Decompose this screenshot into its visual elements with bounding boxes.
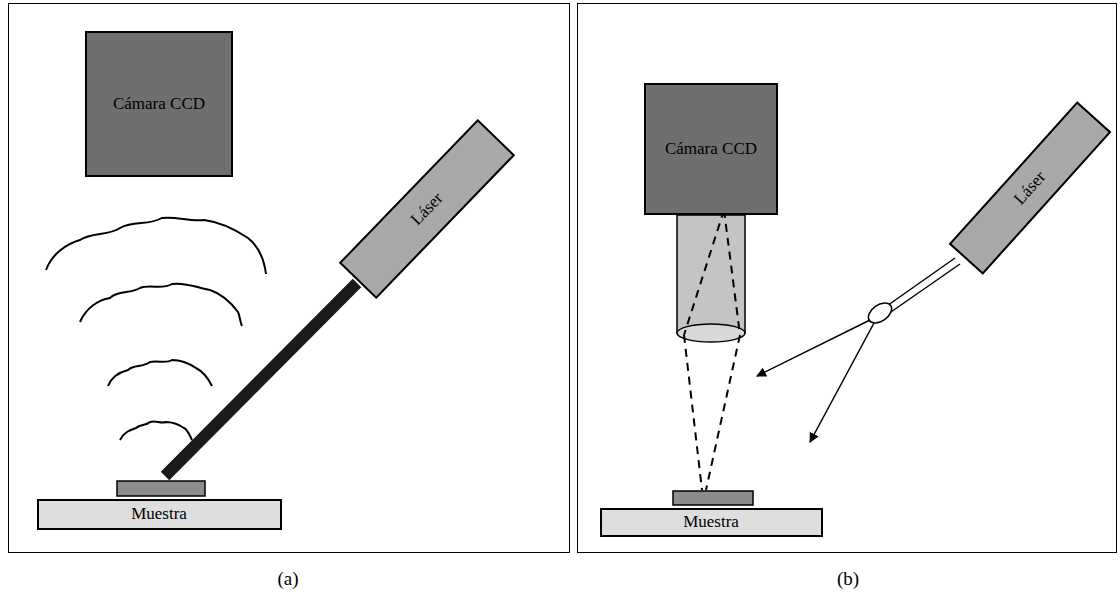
panel-frame xyxy=(578,4,1117,553)
panel-frame xyxy=(9,4,570,553)
laser-box: Láser xyxy=(949,101,1112,274)
node-label: Muestra xyxy=(131,503,187,524)
laser-box: Láser xyxy=(339,119,515,299)
laser-ray xyxy=(757,320,870,376)
laser-fibre xyxy=(888,264,960,314)
optical-path xyxy=(684,210,740,490)
sample-slab: Muestra xyxy=(600,508,823,537)
sample-slab: Muestra xyxy=(37,499,282,530)
node-label: Láser xyxy=(406,188,448,230)
film-layer xyxy=(117,481,205,496)
laser-fibre xyxy=(884,258,955,308)
camera-box: Cámara CCD xyxy=(85,31,233,177)
node-label: Cámara CCD xyxy=(113,93,205,114)
plume-waves xyxy=(46,218,266,440)
panel-label: (b) xyxy=(837,568,859,590)
objective-lens xyxy=(677,324,745,342)
laser-ray xyxy=(810,323,874,442)
camera-box: Cámara CCD xyxy=(644,83,778,215)
laser-beam xyxy=(165,283,357,476)
film-layer xyxy=(673,491,753,505)
focusing-lens xyxy=(865,299,895,327)
objective-tube xyxy=(677,215,745,333)
node-label: Láser xyxy=(1009,167,1050,209)
node-label: Cámara CCD xyxy=(665,138,757,159)
node-label: Muestra xyxy=(683,511,739,532)
panel-label: (a) xyxy=(277,568,298,590)
